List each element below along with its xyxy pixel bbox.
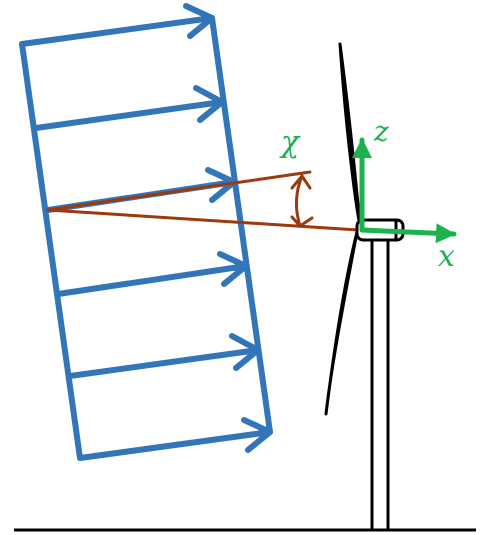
inflow-angle	[46, 170, 360, 232]
reference-line	[46, 208, 360, 232]
wind-profile-base-line	[19, 41, 83, 461]
turbine-tower	[370, 234, 390, 532]
wind-profile	[19, 3, 273, 461]
coordinate-axes	[352, 137, 457, 244]
angle-label: χ	[279, 125, 301, 160]
wind-turbine	[324, 42, 405, 532]
turbine-blade-lower	[324, 230, 359, 416]
turbine-blade-upper	[338, 42, 362, 228]
wind-arrow-2	[33, 85, 225, 131]
wind-arrow-5	[67, 333, 261, 379]
wind-arrow-6	[77, 417, 273, 461]
wind-profile-envelope-line	[209, 15, 273, 435]
wind-arrow-3	[45, 167, 237, 213]
wind-arrow-1	[19, 3, 215, 47]
inclined-line	[46, 170, 312, 212]
x-axis-arrow	[359, 223, 457, 244]
wind-arrow-4	[55, 251, 249, 297]
angle-arc-arrowhead-bottom	[290, 215, 314, 228]
angle-arc-arrowhead-top	[290, 173, 312, 190]
z-axis-label: z	[373, 115, 389, 148]
x-axis-label: x	[438, 239, 455, 274]
